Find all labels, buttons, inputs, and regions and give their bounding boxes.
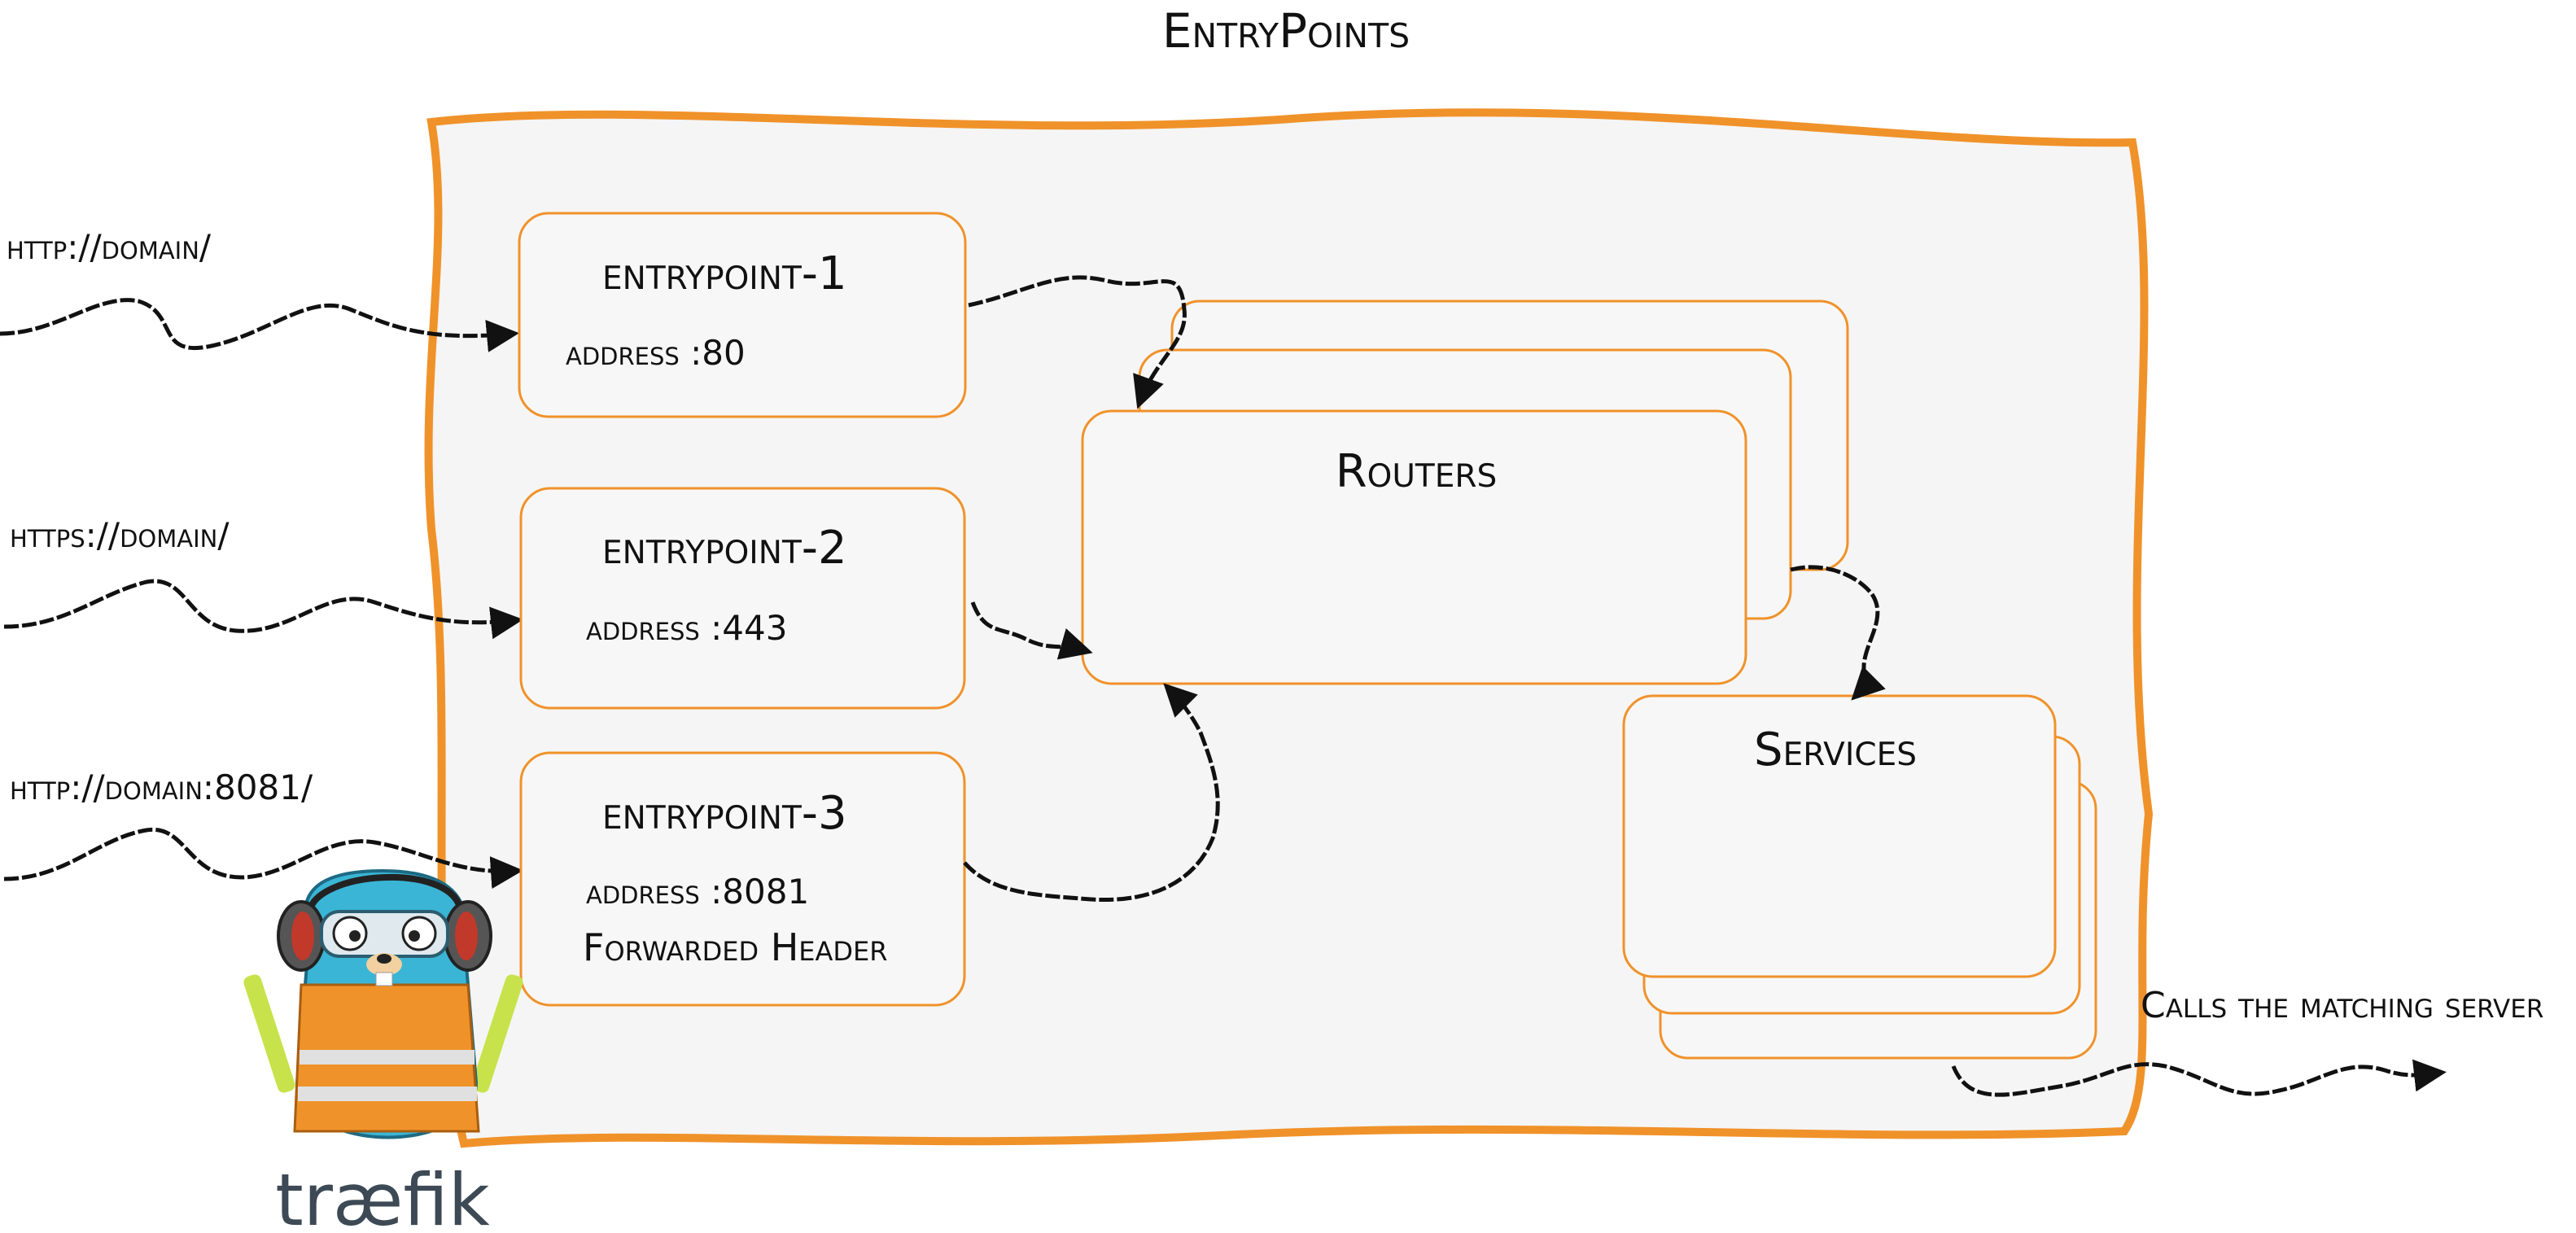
output-arrow xyxy=(1951,1059,2447,1097)
diagram-title: EntryPoints xyxy=(1162,3,1410,59)
entrypoint-address-2: address :443 xyxy=(586,608,787,648)
input-label-1: http://domain/ xyxy=(7,227,212,267)
arrow-ep3-to-routers xyxy=(963,683,1220,903)
arrow-ep2-to-routers xyxy=(970,601,1093,660)
services-label: Services xyxy=(1754,724,1917,776)
traefik-gopher-mascot xyxy=(243,868,523,1139)
input-label-3: http://domain:8081/ xyxy=(10,767,313,807)
entrypoint-name-1: entrypoint-1 xyxy=(602,247,847,300)
input-arrow-3 xyxy=(3,827,523,890)
entrypoint-box-2 xyxy=(519,487,966,710)
entrypoint-name-3: entrypoint-3 xyxy=(602,787,847,840)
services-card-front xyxy=(1622,694,2057,978)
entrypoint-address-1: address :80 xyxy=(566,333,746,373)
arrow-routers-to-services xyxy=(1790,565,1886,701)
entrypoint-box-1 xyxy=(518,212,967,418)
routers-card-front xyxy=(1081,409,1747,685)
entrypoint-box-3 xyxy=(519,751,966,1007)
entrypoint-detail-3: Forwarded Header xyxy=(583,925,888,969)
entrypoint-name-2: entrypoint-2 xyxy=(602,522,847,575)
routers-label: Routers xyxy=(1336,445,1497,498)
input-arrow-1 xyxy=(0,298,519,352)
input-label-2: https://domain/ xyxy=(10,515,230,555)
arrow-ep1-to-routers xyxy=(968,275,1187,409)
output-label: Calls the matching server xyxy=(2141,985,2543,1026)
traefik-logo-text: træfik xyxy=(275,1158,490,1233)
input-arrow-2 xyxy=(3,579,523,640)
entrypoint-address-3: address :8081 xyxy=(586,872,809,912)
